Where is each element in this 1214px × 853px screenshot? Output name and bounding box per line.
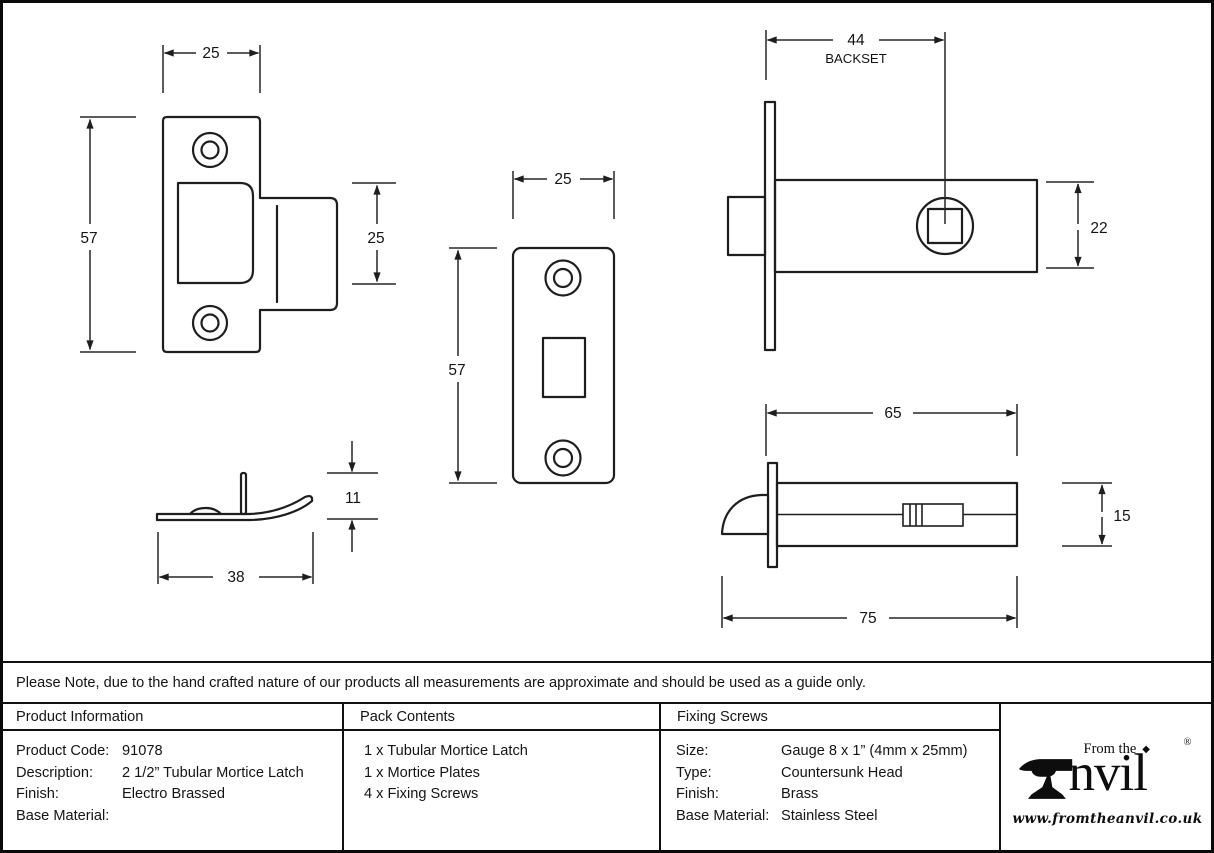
table-row: Size: Gauge 8 x 1” (4mm x 25mm) [676, 741, 993, 763]
logo-url: www.fromtheanvil.co.uk [1012, 811, 1203, 827]
row-label: Finish: [676, 786, 719, 802]
product-information-column: Product Information Product Code: 91078 … [0, 704, 344, 853]
latch-opening [176, 181, 255, 285]
latch-spring-detail [902, 503, 964, 527]
screw-hole-inner [552, 267, 574, 289]
latch-faceplate [763, 100, 777, 352]
column-title: Fixing Screws [677, 708, 768, 725]
row-value: 91078 [122, 743, 163, 759]
screw-hole [544, 259, 582, 297]
table-row: Base Material: [16, 806, 336, 828]
dim-overall-length: 75 [859, 610, 876, 627]
diamond-icon: ◆ [1142, 744, 1150, 755]
table-row: Product Code: 91078 [16, 741, 336, 763]
technical-drawings: 25 57 25 25 [80, 30, 1131, 628]
registered-mark: ® [1183, 737, 1192, 748]
list-item: 1 x Mortice Plates [364, 764, 480, 781]
drawing-face-plate: 25 57 [448, 171, 616, 485]
row-label: Finish: [16, 786, 59, 802]
screw-hole [191, 131, 229, 169]
notice-row: Please Note, due to the hand crafted nat… [0, 663, 1214, 704]
screw-hole-inner [200, 140, 220, 160]
latch-bolt [726, 195, 767, 257]
row-label: Size: [676, 743, 709, 759]
face-plate-outline [511, 246, 616, 485]
row-label: Base Material: [676, 807, 770, 824]
list-item: 1 x Tubular Mortice Latch [364, 743, 528, 759]
strike-plate-outline [161, 115, 339, 354]
row-value: Gauge 8 x 1” (4mm x 25mm) [781, 743, 968, 759]
info-table: Please Note, due to the hand crafted nat… [0, 661, 1214, 853]
row-value: Electro Brassed [122, 786, 226, 802]
logo-tagline: From the ◆ [1084, 741, 1150, 758]
drawing-latch-side-view: 44 BACKSET 22 [726, 30, 1108, 352]
table-row: Finish: Electro Brassed [16, 784, 336, 806]
fixing-screws-column: Fixing Screws Size: Gauge 8 x 1” (4mm x … [661, 704, 1001, 853]
row-label: Base Material: [16, 807, 110, 824]
latch-bolt-round [720, 493, 770, 536]
table-row: Type: Countersunk Head [676, 763, 993, 785]
dim-strike-width: 25 [202, 45, 219, 62]
dim-backset: 44 [847, 32, 865, 49]
row-value: Countersunk Head [781, 764, 903, 781]
fixing-screws-header: Fixing Screws [661, 704, 999, 731]
screw-hole [191, 304, 229, 342]
dim-case-length: 65 [884, 405, 901, 422]
dim-strike-side-height: 11 [345, 490, 361, 507]
anvil-icon [1018, 759, 1072, 799]
column-title: Pack Contents [360, 708, 455, 725]
brand-logo-cell: From the ◆ ® nvil www.fromtheanvil.co.uk [1001, 704, 1214, 853]
drawing-strike-plate-side: 11 38 [155, 441, 378, 586]
row-label: Type: [676, 764, 712, 781]
row-value: 2 1/2” Tubular Mortice Latch [122, 764, 304, 781]
drawing-strike-plate-front: 25 57 25 [80, 45, 396, 354]
row-label: Description: [16, 764, 94, 781]
bolt-hole [541, 336, 587, 399]
latch-spring-coils [909, 504, 923, 526]
column-title: Product Information [16, 708, 144, 725]
logo-wordmark-text: nvil [1068, 744, 1148, 802]
pack-contents-column: Pack Contents 1 x Tubular Mortice Latch … [344, 704, 661, 853]
logo-tagline-text: From the [1083, 741, 1137, 757]
row-label: Product Code: [16, 743, 110, 759]
dim-strike-opening: 25 [367, 230, 384, 247]
row-value: Stainless Steel [781, 807, 878, 824]
product-information-header: Product Information [0, 704, 342, 731]
screw-hole [544, 439, 582, 477]
row-value: Brass [781, 786, 819, 802]
dim-strike-height: 57 [80, 230, 97, 247]
screw-hole-inner [552, 447, 574, 469]
latch-faceplate-top [766, 461, 779, 569]
latch-case [773, 178, 1039, 274]
list-item: 4 x Fixing Screws [364, 786, 479, 802]
notice-text: Please Note, due to the hand crafted nat… [16, 674, 866, 691]
table-row: Description: 2 1/2” Tubular Mortice Latc… [16, 763, 336, 785]
strike-side-bump [188, 506, 223, 516]
table-row: Base Material: Stainless Steel [676, 806, 993, 828]
table-row: Finish: Brass [676, 784, 993, 806]
dim-case-width: 15 [1113, 508, 1130, 525]
dim-faceplate-width: 25 [554, 171, 571, 188]
anvil-logo: From the ◆ ® nvil [1018, 737, 1198, 808]
dim-faceplate-height: 57 [448, 362, 465, 379]
pack-contents-header: Pack Contents [344, 704, 659, 731]
dim-backset-label: BACKSET [825, 51, 887, 66]
dim-case-height: 22 [1090, 220, 1107, 237]
strike-side-pin [239, 471, 248, 516]
strike-side-outline [155, 495, 314, 522]
screw-hole-inner [200, 313, 220, 333]
drawing-latch-top-view: 65 15 75 [720, 404, 1131, 628]
dim-strike-side-length: 38 [227, 569, 244, 586]
